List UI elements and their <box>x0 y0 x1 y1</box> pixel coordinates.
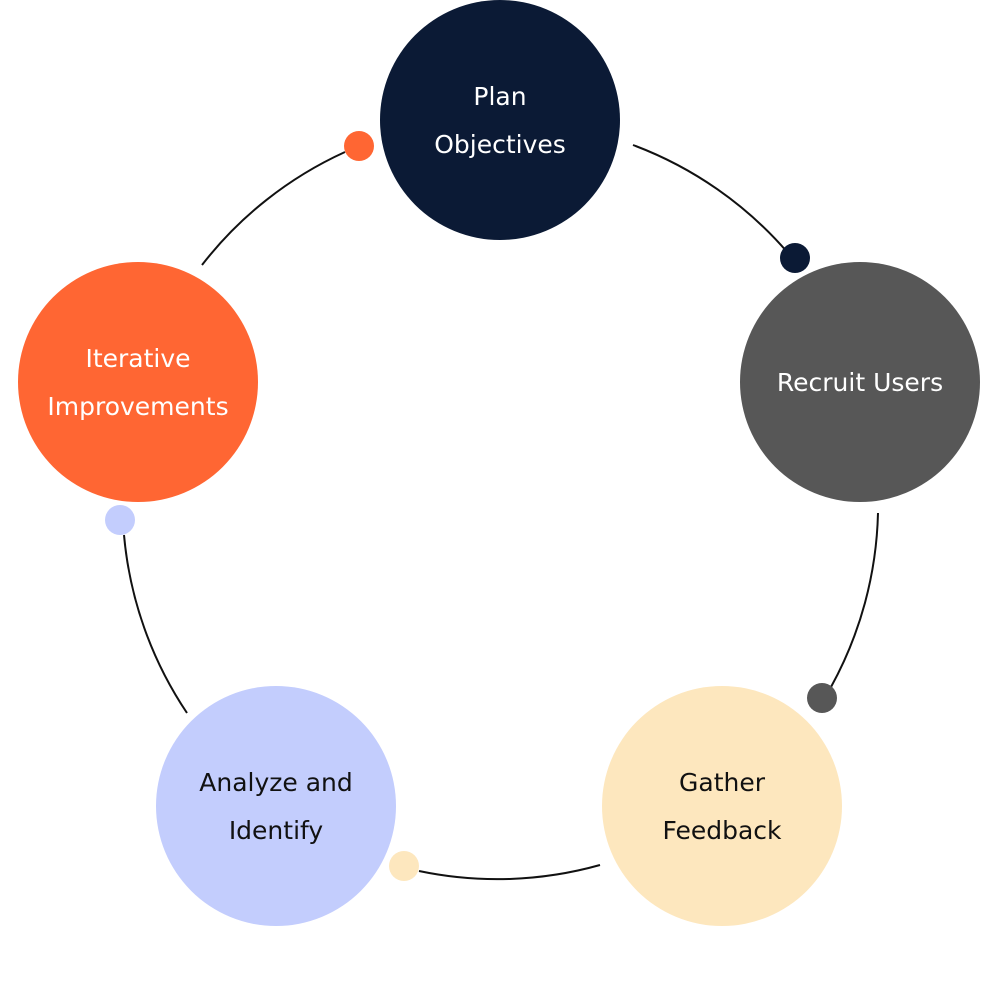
node-recruit-users: Recruit Users <box>740 262 980 502</box>
svg-text:Analyze and: Analyze and <box>199 768 353 797</box>
arc-plan-to-recruit <box>632 144 789 254</box>
node-circle <box>156 686 396 926</box>
svg-text:Objectives: Objectives <box>434 130 566 159</box>
node-analyze-identify: Analyze and Identify <box>156 686 396 926</box>
svg-text:Plan: Plan <box>473 82 526 111</box>
node-circle <box>380 0 620 240</box>
dot-recruit-gather <box>807 683 837 713</box>
node-circle <box>602 686 842 926</box>
connectors <box>123 144 879 881</box>
dot-analyze-iterate <box>105 505 135 535</box>
node-circle <box>18 262 258 502</box>
svg-text:Recruit Users: Recruit Users <box>777 368 943 397</box>
node-label-line: Gather <box>679 768 766 797</box>
node-gather-feedback: Gather Feedback <box>602 686 842 926</box>
node-label-line: Recruit Users <box>777 368 943 397</box>
node-label-line: Plan <box>473 82 526 111</box>
svg-text:Improvements: Improvements <box>47 392 228 421</box>
node-iterative-improvements: Iterative Improvements <box>18 262 258 502</box>
dot-plan-recruit <box>780 243 810 273</box>
arc-iterate-to-plan <box>201 151 346 266</box>
dot-iterate-plan <box>344 131 374 161</box>
node-label-line: Objectives <box>434 130 566 159</box>
svg-text:Feedback: Feedback <box>662 816 782 845</box>
arc-analyze-to-iterate <box>123 534 188 714</box>
connector-dots <box>105 131 837 881</box>
node-label-line: Identify <box>229 816 324 845</box>
svg-text:Iterative: Iterative <box>85 344 190 373</box>
node-label-line: Analyze and <box>199 768 353 797</box>
node-circle <box>740 262 980 502</box>
node-plan-objectives: Plan Objectives <box>380 0 620 240</box>
arc-recruit-to-gather <box>830 512 879 688</box>
node-label-line: Improvements <box>47 392 228 421</box>
node-label-line: Iterative <box>85 344 190 373</box>
svg-text:Identify: Identify <box>229 816 324 845</box>
svg-text:Gather: Gather <box>679 768 766 797</box>
node-label-line: Feedback <box>662 816 782 845</box>
dot-gather-analyze <box>389 851 419 881</box>
arc-gather-to-analyze <box>418 864 601 881</box>
